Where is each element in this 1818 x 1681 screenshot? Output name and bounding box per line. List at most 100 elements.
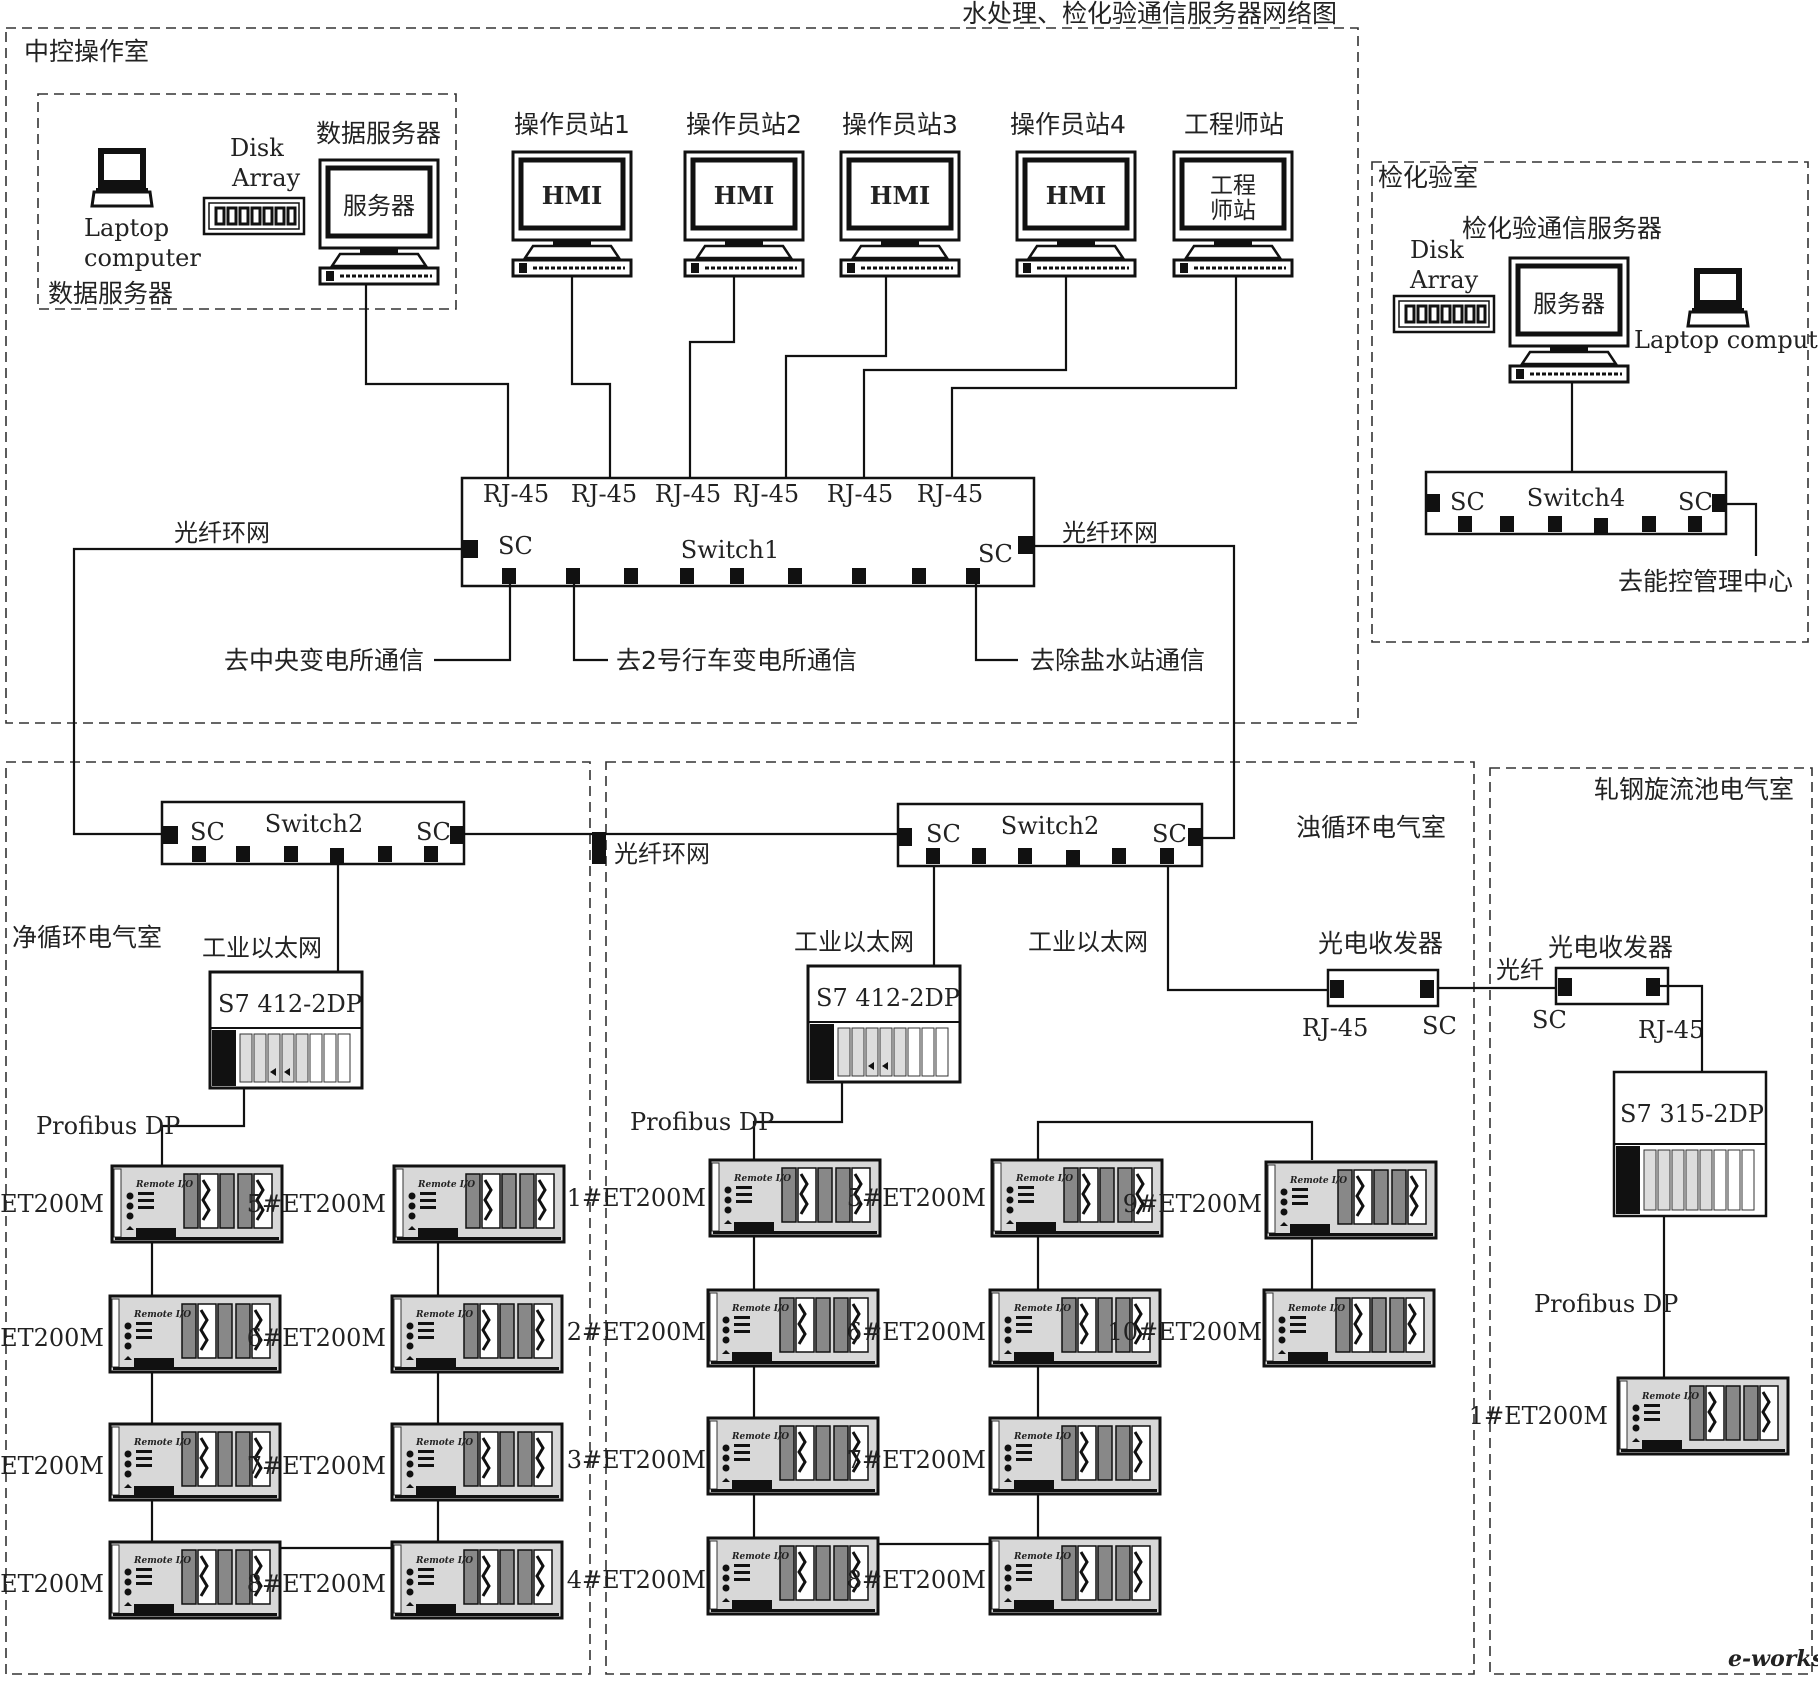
turbid-et200m-9: Remote I/O 9#ET200M <box>1123 1160 1438 1240</box>
lab-zone <box>1371 161 1809 643</box>
turbid-plc-label: S7 412-2DP <box>816 984 960 1012</box>
data-server-icon <box>320 160 438 284</box>
rolling-profibus-label: Profibus DP <box>1534 1290 1678 1318</box>
wire-station3-switch1 <box>784 276 888 478</box>
lab-server-screen: 服务器 <box>1533 290 1605 318</box>
diagram-title: 水处理、检化验通信服务器网络图 <box>962 0 1337 28</box>
remote-io-label: Remote I/O <box>1641 1392 1699 1402</box>
switch1-rj45-4: RJ-45 <box>733 480 799 508</box>
turbid-et-col2-2-label: 6#ET200M <box>847 1318 986 1346</box>
rolling-fiber-label: 光纤 <box>1496 956 1544 984</box>
link-central-substation <box>434 584 512 662</box>
data-server-caption: 数据服务器 <box>316 119 441 148</box>
rolling-et200m-1: Remote I/O 1#ET200M <box>1469 1376 1790 1456</box>
fiber-ring-middle-label: 光纤环网 <box>614 840 710 868</box>
energy-center-label: 去能控管理中心 <box>1618 567 1793 596</box>
fiber-ring-right <box>1034 544 1236 840</box>
remote-io-label: Remote I/O <box>415 1438 473 1448</box>
remote-io-label: Remote I/O <box>1015 1174 1073 1184</box>
link-desalination-label: 去除盐水站通信 <box>1030 646 1205 675</box>
turbid-bus-col23 <box>1036 1120 1314 1160</box>
turbid-et200m-4: Remote I/O 4#ET200M <box>567 1536 880 1616</box>
fiber-ring-left-label: 光纤环网 <box>174 519 270 547</box>
lab-disk-array-icon <box>1392 294 1496 334</box>
turbid-profibus-label: Profibus DP <box>630 1108 774 1136</box>
switch4-sc-right: SC <box>1678 488 1713 516</box>
clean-et-left-4-label: 4#ET200M <box>0 1570 104 1598</box>
wire-turbid-switch-converter <box>1166 866 1328 992</box>
switch1-rj45-1: RJ-45 <box>483 480 549 508</box>
remote-io-label: Remote I/O <box>731 1552 789 1562</box>
station-1-icon <box>513 152 631 276</box>
remote-io-label: Remote I/O <box>1289 1176 1347 1186</box>
turbid-switch-sc-right: SC <box>1152 820 1187 848</box>
switch4-sc-left: SC <box>1450 488 1485 516</box>
clean-et-left-3-label: 3#ET200M <box>0 1452 104 1480</box>
lab-server-icon <box>1510 258 1628 382</box>
lab-label: 检化验室 <box>1378 163 1478 192</box>
clean-profibus-label: Profibus DP <box>36 1112 180 1140</box>
switch1-sc-left: SC <box>498 532 533 560</box>
turbid-et200m-7: Remote I/O 7#ET200M <box>847 1416 1162 1496</box>
data-server-bottom-label: 数据服务器 <box>48 279 173 308</box>
station-2-screen: HMI <box>714 181 774 210</box>
rolling-converter-rj45: RJ-45 <box>1638 1016 1704 1044</box>
lab-disk-label-1: Disk <box>1410 236 1464 264</box>
switch1-sc-right: SC <box>978 540 1013 568</box>
turbid-et200m-1: Remote I/O 1#ET200M <box>567 1158 882 1238</box>
turbid-et200m-8: Remote I/O 8#ET200M <box>847 1536 1162 1616</box>
clean-et-right-3-label: 7#ET200M <box>247 1452 386 1480</box>
turbid-et-col3-1-label: 9#ET200M <box>1123 1190 1262 1218</box>
clean-bus-left <box>150 1240 440 1550</box>
rolling-pit-zone <box>1489 767 1813 1675</box>
turbid-switch-name: Switch2 <box>1001 812 1099 840</box>
turbid-et-col2-3-label: 7#ET200M <box>847 1446 986 1474</box>
turbid-converter-box <box>1326 968 1440 1008</box>
switch4-name: Switch4 <box>1527 484 1625 512</box>
turbid-et-col1-4-label: 4#ET200M <box>567 1566 706 1594</box>
clean-et200m-4: Remote I/O 4#ET200M <box>0 1540 282 1620</box>
lab-laptop-icon <box>1686 266 1750 328</box>
station-2-icon <box>685 152 803 276</box>
wire-switch4-energy <box>1726 502 1758 556</box>
laptop-icon <box>90 146 154 208</box>
link-central-substation-label: 去中央变电所通信 <box>224 646 424 675</box>
station-4-icon <box>1017 152 1135 276</box>
remote-io-label: Remote I/O <box>1287 1304 1345 1314</box>
station-2-title: 操作员站2 <box>686 110 802 139</box>
clean-et-right-1-label: 5#ET200M <box>247 1190 386 1218</box>
clean-switch-sc-left: SC <box>190 818 225 846</box>
turbid-et-col1-1-label: 1#ET200M <box>567 1184 706 1212</box>
station-3-screen: HMI <box>870 181 930 210</box>
remote-io-label: Remote I/O <box>133 1556 191 1566</box>
wire-station2-switch1 <box>688 276 736 478</box>
fiber-ring-right-label: 光纤环网 <box>1062 519 1158 547</box>
turbid-ethernet-2-label: 工业以太网 <box>1028 928 1148 956</box>
disk-array-icon <box>202 196 306 236</box>
clean-loop-zone <box>5 761 591 1675</box>
link-crane-substation-label: 去2号行车变电所通信 <box>616 646 857 675</box>
turbid-switch-sc-left: SC <box>926 820 961 848</box>
clean-loop-label: 净循环电气室 <box>12 923 162 952</box>
engineer-screen-line-1: 工程 <box>1210 173 1256 199</box>
clean-et200m-1: Remote I/O 1#ET200M <box>0 1164 284 1244</box>
remote-io-label: Remote I/O <box>733 1174 791 1184</box>
rolling-converter-label: 光电收发器 <box>1548 933 1673 962</box>
turbid-et200m-10: Remote I/O 10#ET200M <box>1107 1288 1436 1368</box>
clean-et-right-4-label: 8#ET200M <box>247 1570 386 1598</box>
clean-plc-label: S7 412-2DP <box>218 990 362 1018</box>
engineer-screen-line-2: 师站 <box>1210 198 1256 224</box>
link-desalination <box>974 584 1018 662</box>
remote-io-label: Remote I/O <box>1013 1552 1071 1562</box>
clean-et-right-2-label: 6#ET200M <box>247 1324 386 1352</box>
engineer-station-title: 工程师站 <box>1184 110 1284 139</box>
wire-engineer-switch1 <box>950 276 1238 478</box>
control-room-label: 中控操作室 <box>24 37 149 66</box>
remote-io-label: Remote I/O <box>133 1310 191 1320</box>
clean-et-left-1-label: 1#ET200M <box>0 1190 104 1218</box>
remote-io-label: Remote I/O <box>1013 1304 1071 1314</box>
remote-io-label: Remote I/O <box>415 1556 473 1566</box>
turbid-et-col2-1-label: 5#ET200M <box>847 1184 986 1212</box>
turbid-et-col1-2-label: 2#ET200M <box>567 1318 706 1346</box>
